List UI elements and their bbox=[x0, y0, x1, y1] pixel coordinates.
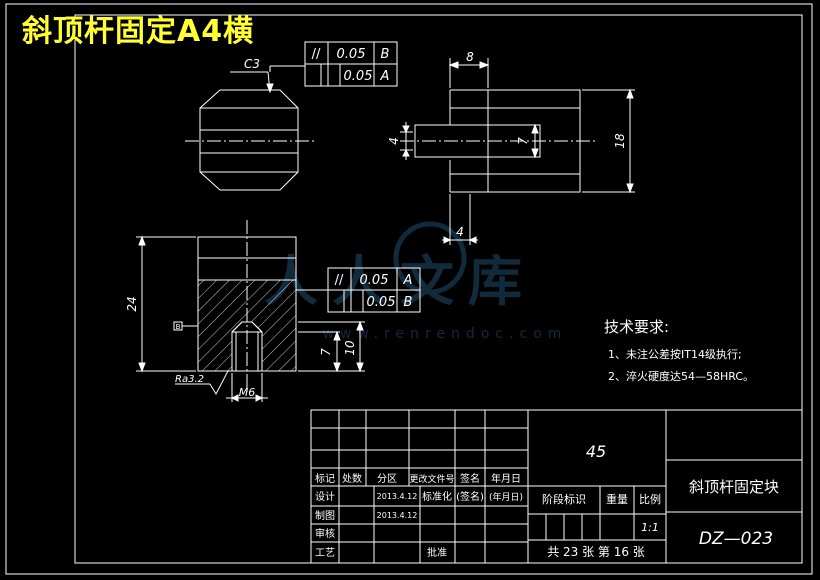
watermark-url: www.renrendoc.com bbox=[323, 326, 568, 342]
front-view bbox=[136, 220, 365, 402]
tb-draw-date: 2013.4.12 bbox=[377, 511, 418, 520]
tech-item-1: 1、未注公差按IT14级执行; bbox=[608, 347, 742, 361]
tb-part-name: 斜顶杆固定块 bbox=[689, 478, 779, 496]
tb-scale-value: 1:1 bbox=[641, 521, 659, 534]
top-tol-1-symbol: // bbox=[312, 47, 321, 62]
front-tol-2-datum: B bbox=[404, 295, 413, 310]
tb-design-label: 设计 bbox=[315, 490, 335, 503]
dim-width: 8 bbox=[466, 50, 474, 64]
watermark-logo-icon bbox=[393, 221, 467, 295]
front-tol-1-value: 0.05 bbox=[360, 273, 389, 288]
dim-thread-depth: 7 bbox=[319, 348, 333, 356]
top-tol-1-value: 0.05 bbox=[337, 47, 366, 62]
title-block bbox=[310, 409, 803, 564]
tb-weight: 重量 bbox=[606, 492, 628, 506]
top-tol-2-datum: A bbox=[380, 69, 390, 84]
dim-bottom: 4 bbox=[456, 225, 464, 239]
tb-sheets: 共 23 张 第 16 张 bbox=[547, 545, 645, 559]
tb-process-label: 工艺 bbox=[315, 547, 335, 559]
tech-title: 技术要求: bbox=[604, 318, 669, 336]
watermark-brand: 人人文库 bbox=[264, 250, 536, 313]
tb-scale-label: 比例 bbox=[639, 492, 661, 506]
tb-header-docno: 更改文件号 bbox=[409, 473, 454, 485]
watermark: 人人文库 www.renrendoc.com bbox=[264, 221, 568, 342]
roughness-label: Ra3.2 bbox=[175, 374, 204, 385]
page-title: 斜顶杆固定A4横 bbox=[22, 14, 255, 49]
tb-check-label: 审核 bbox=[315, 527, 335, 540]
tb-material: 45 bbox=[586, 442, 606, 461]
outer-frame bbox=[5, 3, 813, 575]
dim-total-height: 24 bbox=[125, 296, 139, 311]
tb-header-count: 处数 bbox=[342, 472, 362, 485]
tb-header-sign: 签名 bbox=[460, 472, 480, 485]
tb-design-std: 标准化 bbox=[422, 490, 452, 503]
side-view bbox=[400, 58, 635, 245]
top-view bbox=[185, 65, 315, 191]
tb-draw-label: 制图 bbox=[315, 509, 335, 522]
tb-header-mark: 标记 bbox=[315, 473, 335, 485]
tb-design-sign: (签名) bbox=[456, 490, 484, 503]
top-tol-1-datum: B bbox=[381, 47, 390, 62]
top-view-outline bbox=[199, 89, 299, 191]
tb-drawing-number: DZ—023 bbox=[699, 529, 773, 549]
dim-slot-left: 4 bbox=[387, 137, 401, 145]
top-tolerance-frame bbox=[304, 41, 398, 87]
dim-hole-depth: 10 bbox=[343, 340, 357, 356]
datum-marker: B bbox=[176, 323, 181, 331]
front-tol-2-value: 0.05 bbox=[367, 295, 396, 310]
top-tol-2-value: 0.05 bbox=[344, 69, 373, 84]
dim-slot-inner: 7 bbox=[516, 137, 530, 145]
dim-height: 18 bbox=[613, 133, 627, 149]
tb-header-date: 年月日 bbox=[491, 472, 521, 485]
tb-header-zone: 分区 bbox=[377, 473, 397, 485]
front-tol-1-symbol: // bbox=[335, 273, 344, 288]
tb-stage-mark: 阶段标识 bbox=[542, 492, 586, 506]
chamfer-label: C3 bbox=[244, 57, 260, 71]
tech-item-2: 2、淬火硬度达54—58HRC。 bbox=[608, 369, 754, 383]
thread-label: M6 bbox=[239, 386, 256, 399]
front-tol-1-datum: A bbox=[403, 273, 413, 288]
tb-design-ymd: (年月日) bbox=[489, 491, 523, 503]
tb-design-date: 2013.4.12 bbox=[377, 492, 418, 501]
front-tolerance-frame bbox=[327, 267, 421, 313]
tb-approve-label: 批准 bbox=[427, 546, 447, 559]
